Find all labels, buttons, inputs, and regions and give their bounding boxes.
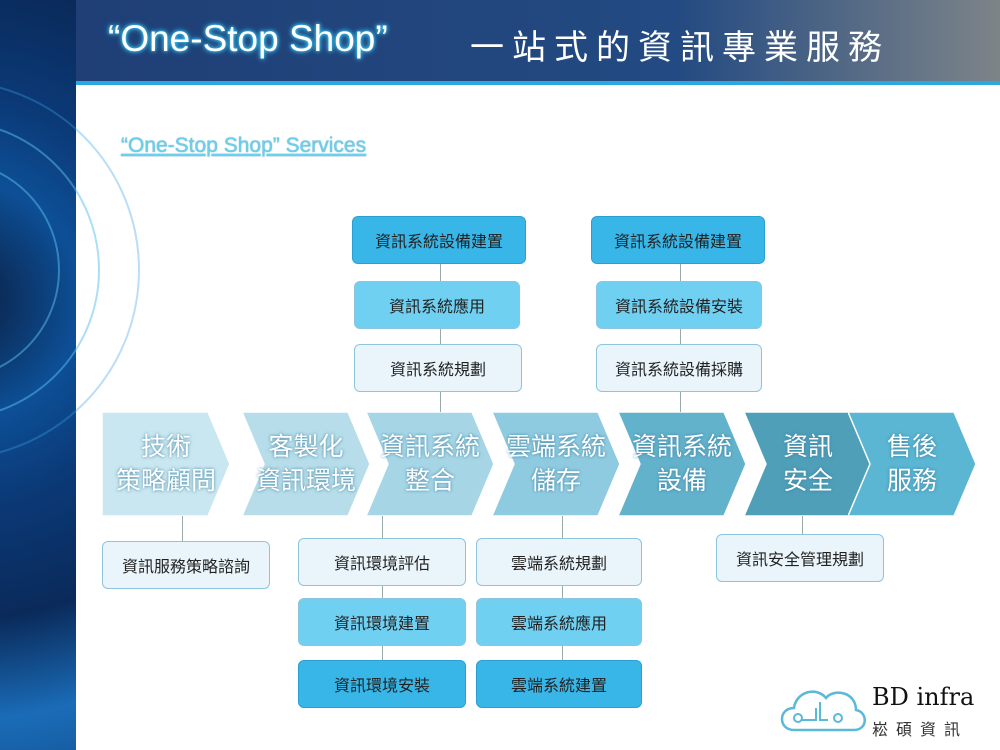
stage-label: 資訊 安全 bbox=[782, 432, 833, 495]
connector-line bbox=[562, 516, 563, 660]
page-title: “One-Stop Shop” bbox=[108, 18, 388, 59]
logo-chinese-name: 崧碩資訊 bbox=[872, 720, 969, 739]
service-box: 資訊安全管理規劃 bbox=[716, 534, 884, 582]
service-box: 雲端系統應用 bbox=[476, 598, 642, 646]
stage-label: 技術 策略顧問 bbox=[115, 432, 216, 495]
stage-label: 資訊系統 設備 bbox=[631, 432, 732, 495]
stage-label: 售後 服務 bbox=[886, 432, 937, 495]
service-box: 資訊系統應用 bbox=[354, 281, 520, 329]
stage-chevron: 資訊系統 整合 bbox=[366, 412, 494, 516]
connector-line bbox=[182, 516, 183, 541]
service-box: 資訊系統設備安裝 bbox=[596, 281, 762, 329]
cloud-logo-icon bbox=[780, 690, 866, 732]
service-box: 雲端系統規劃 bbox=[476, 538, 642, 586]
connector-line bbox=[802, 516, 803, 534]
service-box: 資訊系統設備建置 bbox=[352, 216, 526, 264]
service-box: 資訊系統規劃 bbox=[354, 344, 522, 392]
service-box: 資訊服務策略諮詢 bbox=[102, 541, 270, 589]
service-box: 資訊系統設備建置 bbox=[591, 216, 765, 264]
service-box: 資訊環境評估 bbox=[298, 538, 466, 586]
logo-name: BD infra bbox=[872, 683, 975, 711]
stage-chevron: 雲端系統 儲存 bbox=[492, 412, 620, 516]
connector-line bbox=[440, 264, 441, 412]
header-bar bbox=[76, 0, 1000, 82]
connector-line bbox=[382, 516, 383, 660]
stage-chevron: 資訊系統 設備 bbox=[618, 412, 746, 516]
decorative-sidebar bbox=[0, 0, 140, 750]
stage-chevron: 售後 服務 bbox=[848, 412, 976, 516]
stage-label: 資訊系統 整合 bbox=[379, 432, 480, 495]
stage-chevron: 資訊 安全 bbox=[744, 412, 872, 516]
header-divider bbox=[76, 81, 1000, 85]
service-box: 資訊環境建置 bbox=[298, 598, 466, 646]
service-box: 資訊環境安裝 bbox=[298, 660, 466, 708]
stage-label: 客製化 資訊環境 bbox=[255, 432, 356, 495]
connector-line bbox=[680, 264, 681, 412]
section-title: “One-Stop Shop” Services bbox=[121, 134, 367, 157]
service-box: 雲端系統建置 bbox=[476, 660, 642, 708]
stage-chevron: 客製化 資訊環境 bbox=[242, 412, 370, 516]
stage-label: 雲端系統 儲存 bbox=[505, 432, 606, 495]
page-subtitle: 一站式的資訊專業服務 bbox=[470, 28, 890, 68]
service-box: 資訊系統設備採購 bbox=[596, 344, 762, 392]
stage-chevron: 技術 策略顧問 bbox=[102, 412, 230, 516]
